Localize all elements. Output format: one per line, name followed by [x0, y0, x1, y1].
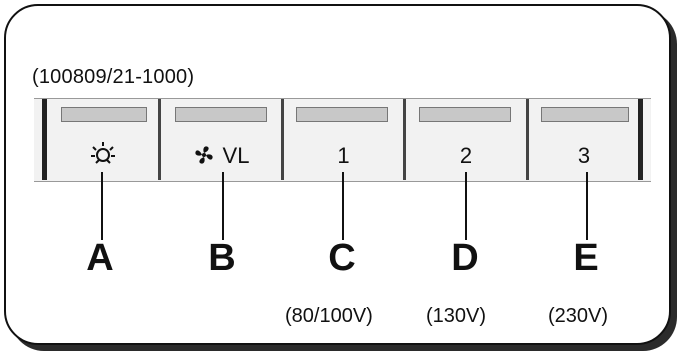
indicator-led [419, 107, 511, 122]
callout-letter: D [451, 237, 479, 279]
separator [281, 99, 284, 180]
voltage-label: (80/100V) [285, 305, 373, 327]
strip-edge-left [42, 99, 47, 180]
callout-letter: A [86, 237, 114, 279]
fan-icon [193, 144, 215, 172]
voltage-label: (130V) [426, 305, 487, 327]
fan-label: VL [222, 143, 250, 168]
indicator-led [61, 107, 147, 122]
indicator-led [541, 107, 629, 122]
light-icon [47, 142, 158, 173]
callout-letter: E [573, 237, 599, 279]
button-fan-vl[interactable]: VL [161, 99, 281, 180]
indicator-led [296, 107, 388, 122]
leader-line [222, 172, 224, 240]
button-label: 2 [459, 143, 473, 168]
button-speed-2[interactable]: 2 [406, 99, 526, 180]
button-label: 3 [577, 143, 591, 168]
leader-line [465, 172, 467, 240]
button-label: 1 [337, 143, 350, 168]
button-speed-3[interactable]: 3 [529, 99, 639, 180]
separator [526, 99, 529, 180]
leader-line [101, 172, 103, 240]
voltage-label: (230V) [548, 305, 609, 327]
leader-line [342, 172, 344, 240]
separator [403, 99, 406, 180]
indicator-led [175, 107, 267, 122]
separator [158, 99, 161, 180]
callout-letter: C [328, 237, 356, 279]
leader-line [586, 172, 588, 240]
control-strip: VL 1 2 3 [34, 98, 651, 182]
button-label: VL [161, 143, 281, 172]
button-speed-1[interactable]: 1 [284, 99, 403, 180]
strip-edge-right [638, 99, 643, 180]
model-code: (100809/21-1000) [32, 66, 195, 88]
button-light[interactable] [47, 99, 158, 180]
callout-letter: B [208, 237, 236, 279]
